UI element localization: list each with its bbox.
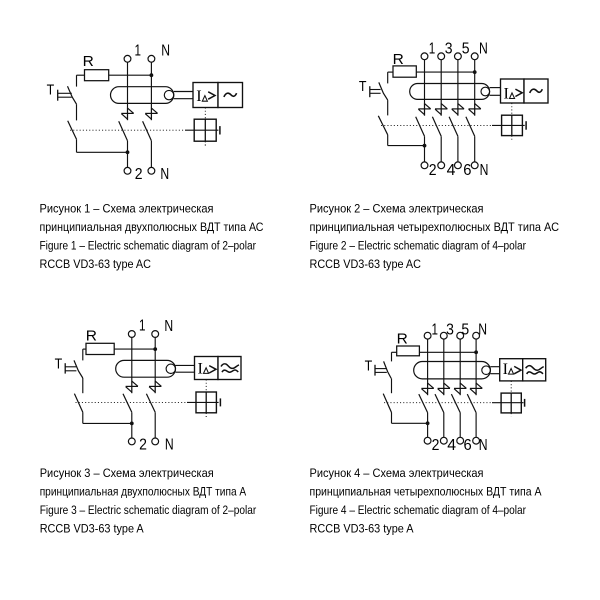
svg-text:I: I xyxy=(196,87,201,105)
svg-text:3: 3 xyxy=(445,41,453,58)
svg-text:1: 1 xyxy=(431,321,438,338)
svg-text:принципиальная четырехполюсных: принципиальная четырехполюсных ВДТ типа … xyxy=(310,485,543,499)
svg-text:1: 1 xyxy=(139,318,146,335)
svg-text:6: 6 xyxy=(464,437,472,454)
svg-text:Figure 4 – Electric schematic: Figure 4 – Electric schematic diagram of… xyxy=(310,503,527,517)
svg-text:Figure 3 – Electric schematic: Figure 3 – Electric schematic diagram of… xyxy=(40,503,257,517)
svg-text:N: N xyxy=(161,43,170,60)
svg-text:N: N xyxy=(479,437,488,454)
svg-text:R: R xyxy=(393,52,404,68)
svg-text:R: R xyxy=(86,328,97,344)
svg-text:5: 5 xyxy=(461,321,469,338)
svg-text:1: 1 xyxy=(429,41,436,58)
svg-text:R: R xyxy=(397,332,408,348)
svg-text:N: N xyxy=(164,318,173,335)
svg-text:N: N xyxy=(480,162,489,179)
svg-text:T: T xyxy=(365,358,373,374)
svg-text:N: N xyxy=(165,437,174,454)
svg-text:RCCB VD3-63 type A: RCCB VD3-63 type A xyxy=(310,522,415,536)
svg-text:5: 5 xyxy=(462,41,470,58)
svg-text:принципиальная двухполюсных ВД: принципиальная двухполюсных ВДТ типа А xyxy=(40,485,247,499)
svg-text:T: T xyxy=(55,356,63,372)
svg-text:RCCB VD3-63 type A: RCCB VD3-63 type A xyxy=(40,522,145,536)
svg-text:2: 2 xyxy=(135,166,143,183)
svg-text:T: T xyxy=(359,79,367,95)
svg-text:Рисунок 2 – Схема электрическа: Рисунок 2 – Схема электрическая xyxy=(310,202,484,216)
svg-text:3: 3 xyxy=(446,321,454,338)
svg-text:N: N xyxy=(479,41,488,58)
svg-text:1: 1 xyxy=(134,43,141,60)
svg-text:2: 2 xyxy=(429,162,437,179)
svg-text:Figure 2 – Electric schematic: Figure 2 – Electric schematic diagram of… xyxy=(310,239,527,253)
svg-text:Рисунок 4 – Схема электрическа: Рисунок 4 – Схема электрическая xyxy=(310,466,484,480)
svg-text:I: I xyxy=(504,84,509,102)
svg-text:RCCB VD3-63 type AC: RCCB VD3-63 type AC xyxy=(310,257,422,271)
svg-text:принципиальная двухполюсных ВД: принципиальная двухполюсных ВДТ типа АС xyxy=(40,220,264,234)
svg-text:R: R xyxy=(83,54,94,70)
svg-text:T: T xyxy=(47,83,55,99)
svg-text:I: I xyxy=(503,360,508,378)
svg-text:I: I xyxy=(198,360,203,378)
svg-text:N: N xyxy=(478,321,487,338)
svg-text:Рисунок 1 – Схема электрическа: Рисунок 1 – Схема электрическая xyxy=(40,202,214,216)
svg-text:2: 2 xyxy=(139,437,147,454)
svg-text:6: 6 xyxy=(463,162,471,179)
svg-text:Рисунок 3 – Схема электрическа: Рисунок 3 – Схема электрическая xyxy=(40,466,214,480)
svg-text:4: 4 xyxy=(447,437,456,454)
svg-text:Figure 1 – Electric schematic: Figure 1 – Electric schematic diagram of… xyxy=(40,239,257,253)
svg-text:принципиальная четырехполюсных: принципиальная четырехполюсных ВДТ типа … xyxy=(310,220,560,234)
svg-text:N: N xyxy=(160,166,169,183)
svg-text:RCCB VD3-63 type AC: RCCB VD3-63 type AC xyxy=(40,257,152,271)
svg-text:4: 4 xyxy=(447,162,456,179)
svg-text:2: 2 xyxy=(432,437,440,454)
